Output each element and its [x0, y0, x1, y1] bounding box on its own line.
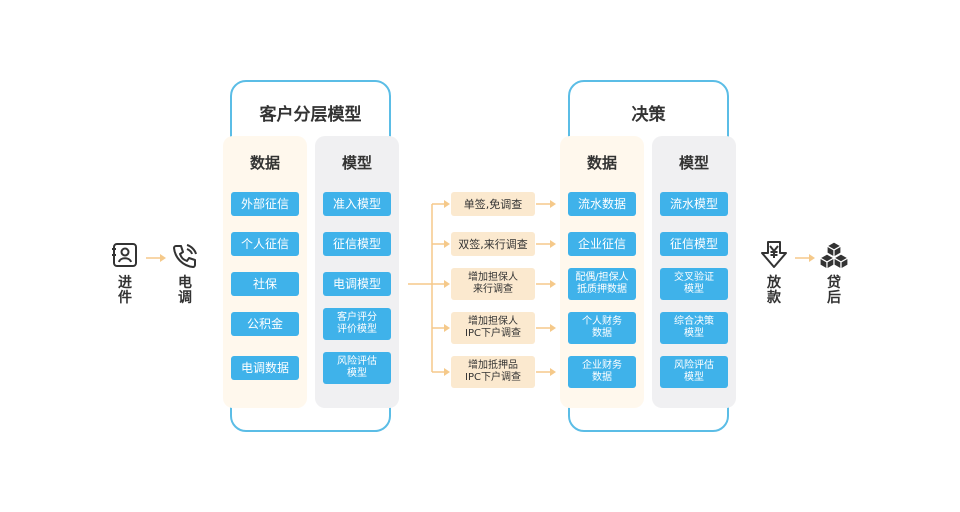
- segmentation-title: 客户分层模型: [259, 105, 362, 125]
- dec-data-item: 个人财务 数据: [568, 312, 636, 344]
- seg-data-item: 外部征信: [231, 192, 299, 216]
- seg-data-item: 电调数据: [231, 356, 299, 380]
- yen-download-icon: [760, 240, 788, 270]
- decision-title: 决策: [631, 105, 666, 125]
- condition-item: 单签,免调查: [451, 192, 535, 216]
- dec-data-item: 企业征信: [568, 232, 636, 256]
- condition-item: 增加抵押品 IPC下户调查: [451, 356, 535, 388]
- dec-model-item: 征信模型: [660, 232, 728, 256]
- cubes-icon: [818, 240, 850, 272]
- seg-data-item: 社保: [231, 272, 299, 296]
- seg-model-item: 风险评估 模型: [323, 352, 391, 384]
- decision-model-title: 模型: [678, 154, 709, 172]
- dec-model-item: 风险评估 模型: [660, 356, 728, 388]
- seg-model-item: 征信模型: [323, 232, 391, 256]
- person-card-icon: [111, 241, 139, 269]
- step-label-intake: 进 件: [118, 275, 132, 306]
- step-label-disburse: 放 款: [767, 275, 781, 306]
- segmentation-model-title: 模型: [341, 154, 372, 172]
- seg-data-item: 公积金: [231, 312, 299, 336]
- dec-data-item: 流水数据: [568, 192, 636, 216]
- step-label-post-loan: 贷 后: [827, 275, 841, 306]
- seg-data-item: 个人征信: [231, 232, 299, 256]
- dec-data-item: 企业财务 数据: [568, 356, 636, 388]
- dec-model-item: 交叉验证 模型: [660, 268, 728, 300]
- dec-data-item: 配偶/担保人 抵质押数据: [568, 268, 636, 300]
- decision-data-title: 数据: [586, 154, 617, 172]
- phone-call-icon: [170, 241, 200, 271]
- condition-item: 增加担保人 IPC下户调查: [451, 312, 535, 344]
- step-label-phone-check: 电 调: [178, 275, 192, 306]
- seg-model-item: 客户评分 评价模型: [323, 308, 391, 340]
- condition-item: 双签,来行调查: [451, 232, 535, 256]
- seg-model-item: 电调模型: [323, 272, 391, 296]
- dec-model-item: 综合决策 模型: [660, 312, 728, 344]
- seg-model-item: 准入模型: [323, 192, 391, 216]
- segmentation-data-title: 数据: [249, 154, 280, 172]
- condition-item: 增加担保人 来行调查: [451, 268, 535, 300]
- dec-model-item: 流水模型: [660, 192, 728, 216]
